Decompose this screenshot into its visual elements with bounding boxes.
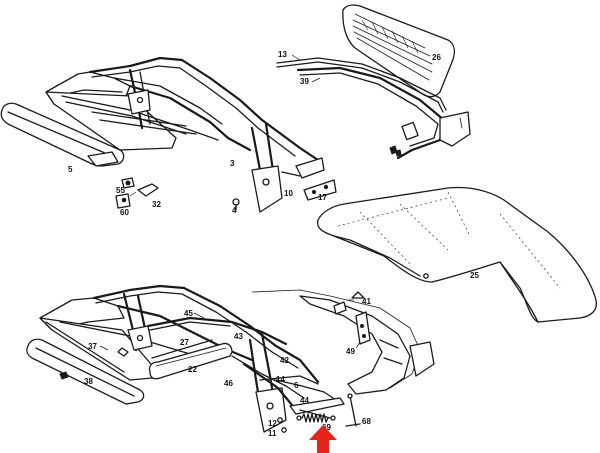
callout-68: 68 xyxy=(362,417,371,426)
callout-32: 32 xyxy=(152,200,161,209)
callout-38: 38 xyxy=(84,377,93,386)
rear-window-part-26 xyxy=(342,4,455,98)
callout-22: 22 xyxy=(188,365,197,374)
weatherstrip-39 xyxy=(296,66,471,160)
spring-part-69 xyxy=(296,413,336,423)
front-bow-part-5 xyxy=(0,102,125,167)
callout-17: 17 xyxy=(318,193,327,202)
soft-top-cover-part-25 xyxy=(316,186,598,323)
callout-37: 37 xyxy=(88,342,97,351)
callout-43: 43 xyxy=(234,332,243,341)
callout-labels: 13 26 39 5 3 55 32 60 4 10 17 25 41 49 4… xyxy=(68,50,479,438)
bolt-part-4 xyxy=(232,198,240,211)
callout-42: 42 xyxy=(280,356,289,365)
cable-45-43 xyxy=(146,316,288,346)
top-frame-lower-assembly xyxy=(39,284,320,433)
side-rails-42-46-14-6-44 xyxy=(231,355,345,419)
callout-46: 46 xyxy=(224,379,233,388)
callout-13: 13 xyxy=(278,50,287,59)
callout-26: 26 xyxy=(432,53,441,62)
bracket-part-17 xyxy=(303,179,337,201)
top-frame-upper-part-3 xyxy=(45,56,325,213)
callout-3: 3 xyxy=(230,159,235,168)
callout-45: 45 xyxy=(184,309,193,318)
hardware-55-32-60 xyxy=(115,177,159,209)
callout-6: 6 xyxy=(294,381,299,390)
trim-strip-37-38 xyxy=(26,338,145,405)
callout-55: 55 xyxy=(116,186,125,195)
pin-part-68 xyxy=(345,393,361,427)
callout-14: 14 xyxy=(276,375,285,384)
red-arrow-up-icon xyxy=(309,425,337,453)
callout-25: 25 xyxy=(470,271,479,280)
trim-strip-13 xyxy=(276,57,447,113)
hardware-12-11 xyxy=(117,347,287,433)
callout-10: 10 xyxy=(284,189,293,198)
callout-41: 41 xyxy=(362,297,371,306)
callout-44: 44 xyxy=(300,396,309,405)
top-storage-well xyxy=(251,289,435,395)
callout-4: 4 xyxy=(232,206,237,215)
callout-49: 49 xyxy=(346,347,355,356)
callout-12: 12 xyxy=(268,419,277,428)
callout-60: 60 xyxy=(120,208,129,217)
callout-5: 5 xyxy=(68,165,73,174)
callout-27: 27 xyxy=(180,338,189,347)
rod-part-27-22 xyxy=(148,339,233,380)
callout-11: 11 xyxy=(268,429,277,438)
callout-39: 39 xyxy=(300,77,309,86)
callout-69: 69 xyxy=(322,423,331,432)
